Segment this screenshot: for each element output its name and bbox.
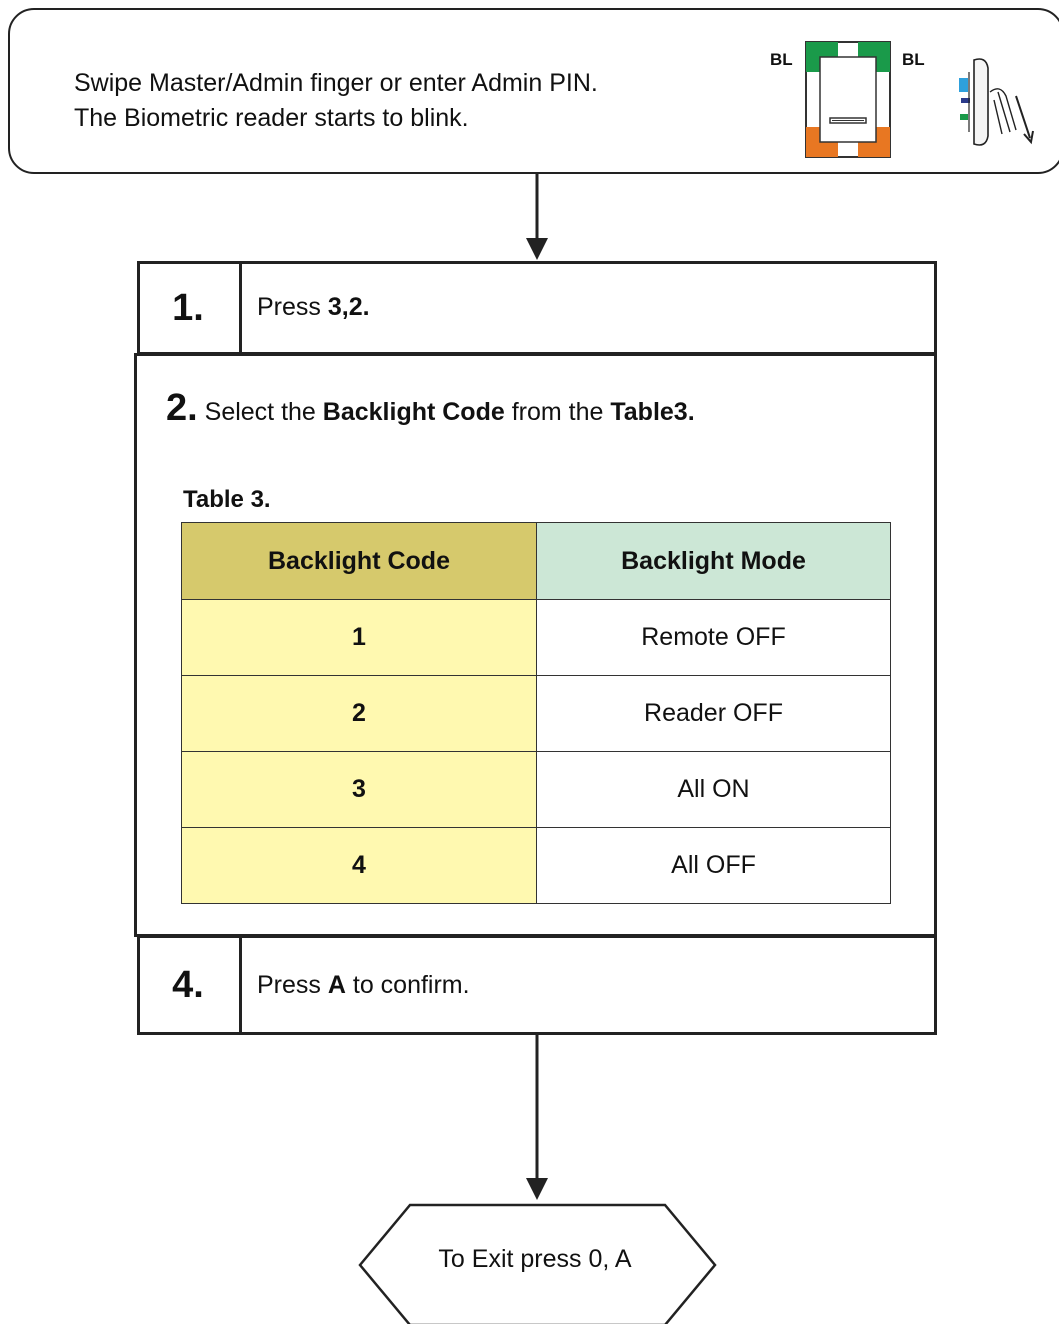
mode-cell: Reader OFF [536, 675, 891, 752]
step-4-suffix: to confirm. [345, 971, 470, 999]
table-row: 1 Remote OFF [181, 599, 891, 676]
table-row: 4 All OFF [181, 827, 891, 904]
step-4-prefix: Press [257, 971, 328, 999]
exit-label: To Exit press 0, A [438, 1245, 632, 1273]
bl-right-label: BL [902, 50, 925, 69]
header-backlight-mode: Backlight Mode [536, 522, 891, 600]
step-2-number: 2. [166, 387, 198, 429]
table-caption: Table 3. [183, 486, 271, 513]
code-cell: 1 [181, 599, 537, 676]
step-2-text-1: Select the [197, 398, 323, 426]
code-cell: 4 [181, 827, 537, 904]
header-backlight-code: Backlight Code [181, 522, 537, 600]
finger-swipe-icon [959, 58, 1034, 146]
step-4-text: Press A to confirm. [257, 971, 470, 1000]
step-2-text-2: from the [504, 398, 611, 426]
instruction-line-1: Swipe Master/Admin finger or enter Admin… [74, 69, 598, 97]
biometric-reader-icon: BL BL [770, 41, 925, 158]
step-1-prefix: Press [257, 293, 328, 321]
code-cell: 2 [181, 675, 537, 752]
arrow-to-exit [526, 1178, 548, 1200]
step-4-key: A [327, 971, 346, 999]
instruction-text: Swipe Master/Admin finger or enter Admin… [74, 66, 598, 136]
instruction-box [8, 8, 1059, 174]
instruction-line-2: The Biometric reader starts to blink. [74, 104, 469, 132]
table-header-row: Backlight Code Backlight Mode [181, 522, 891, 600]
code-cell: 3 [181, 751, 537, 828]
exit-hexagon [358, 1203, 717, 1324]
step-2-text: 2. Select the Backlight Code from the Ta… [166, 387, 695, 430]
step-1-number: 1. [172, 286, 204, 329]
step-1-divider [239, 261, 242, 355]
step-4-box [137, 935, 937, 1035]
mode-cell: Remote OFF [536, 599, 891, 676]
table-row: 3 All ON [181, 751, 891, 828]
table-row: 2 Reader OFF [181, 675, 891, 752]
mode-cell: All OFF [536, 827, 891, 904]
mode-cell: All ON [536, 751, 891, 828]
step-4-number: 4. [172, 963, 204, 1006]
step-1-keys: 3,2. [327, 293, 370, 321]
backlight-table: Backlight Code Backlight Mode 1 Remote O… [181, 522, 891, 904]
step-4-divider [239, 935, 242, 1035]
bl-left-label: BL [770, 50, 793, 69]
step-2-bold-2: Table3. [610, 398, 695, 426]
step-2-bold-1: Backlight Code [322, 398, 505, 426]
arrow-to-step1 [526, 238, 548, 260]
step-1-text: Press 3,2. [257, 293, 370, 322]
